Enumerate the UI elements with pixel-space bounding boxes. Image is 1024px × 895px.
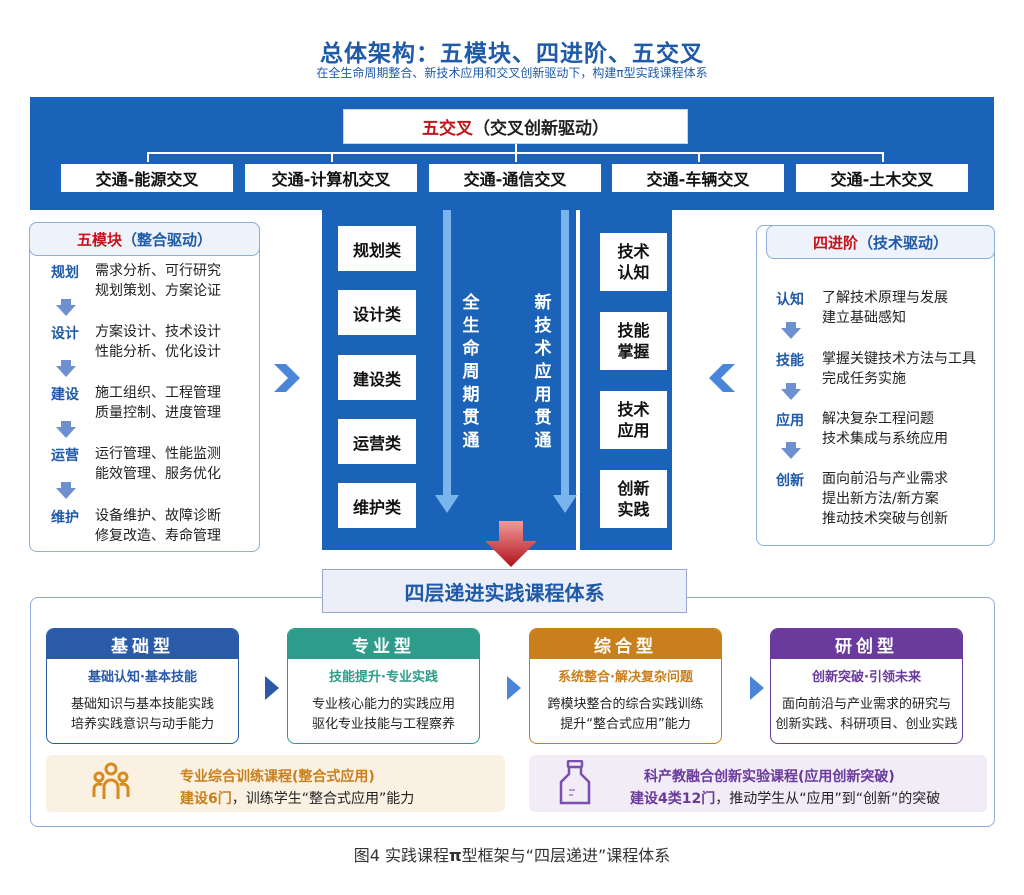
cross-item-civil: 交通-土木交叉 — [796, 164, 968, 192]
card-basic-desc: 基础知识与基本技能实践培养实践意识与动手能力 — [70, 697, 214, 732]
module-desc-maintenance: 设备维护、故障诊断修复改造、寿命管理 — [95, 508, 221, 544]
advance-label-innovation: 创新 — [776, 473, 804, 489]
advance-label-skill: 技能 — [776, 353, 804, 369]
module-label-operation: 运营 — [51, 448, 79, 464]
connector-line — [698, 152, 700, 162]
tech-stage-cognition: 技术认知 — [600, 233, 667, 291]
connector-line — [515, 152, 517, 162]
advance-desc-innovation: 面向前沿与产业需求提出新方法/新方案推动技术突破与创新 — [822, 471, 948, 527]
card-basic-title: 基础型 — [47, 629, 238, 659]
advance-desc-application: 解决复杂工程问题技术集成与系统应用 — [822, 411, 948, 447]
big-down-arrow-icon — [485, 521, 537, 567]
diagram-subtitle: 在全生命周期整合、新技术应用和交叉创新驱动下，构建π型实践课程体系 — [316, 66, 708, 80]
card-professional: 专业型 技能提升·专业实践 专业核心能力的实践应用驱化专业技能与工程察养 — [287, 628, 480, 744]
course-innovation-desc: 建设4类12门，推动学生从“应用”到“创新”的突破 — [630, 791, 941, 807]
modules-header: 五模块（整合驱动） — [29, 222, 260, 256]
tech-stage-innovation: 创新实践 — [600, 470, 667, 528]
diagram-title: 总体架构：五模块、四进阶、五交叉 — [320, 41, 704, 67]
module-label-design: 设计 — [51, 326, 79, 342]
card-research-subtitle: 创新突破·引领未来 — [812, 670, 921, 685]
stage-planning: 规划类 — [338, 226, 416, 271]
figure-caption: 图4 实践课程π型框架与“四层递进”课程体系 — [353, 846, 671, 865]
chevron-right-icon — [274, 364, 300, 392]
course-innovation-box — [529, 755, 987, 812]
course-integrated-title: 专业综合训练课程(整合式应用) — [180, 769, 375, 785]
advance-desc-cognition: 了解技术原理与发展建立基础感知 — [822, 290, 948, 326]
tech-stage-skill: 技能掌握 — [600, 312, 667, 370]
tech-stage-application: 技术应用 — [600, 391, 667, 449]
advance-header: 四进阶（技术驱动） — [766, 225, 995, 259]
new-tech-down-arrow — [553, 210, 577, 513]
module-desc-planning: 需求分析、可行研究规划策划、方案论证 — [95, 263, 221, 299]
people-icon — [92, 762, 130, 799]
arrow-down-icon — [781, 322, 801, 339]
card-basic: 基础型 基础认知·基本技能 基础知识与基本技能实践培养实践意识与动手能力 — [46, 628, 239, 744]
chevron-left-icon — [709, 364, 735, 392]
stage-design: 设计类 — [338, 290, 416, 335]
connector-line — [882, 152, 884, 162]
cross-item-energy: 交通-能源交叉 — [61, 164, 233, 192]
arrow-down-icon — [781, 383, 801, 400]
arrow-right-icon — [507, 676, 521, 700]
arrow-down-icon — [56, 360, 76, 377]
card-research: 研创型 创新突破·引领未来 面向前沿与产业需求的研究与创新实践、科研项目、创业实… — [770, 628, 963, 744]
card-professional-title: 专业型 — [288, 629, 479, 659]
cross-item-vehicle: 交通-车辆交叉 — [612, 164, 784, 192]
course-innovation-title: 科产教融合创新实验课程(应用创新突破) — [644, 769, 895, 785]
advance-label-application: 应用 — [776, 413, 804, 429]
arrow-right-icon — [750, 676, 764, 700]
connector-line — [331, 152, 333, 162]
cross-title-box: 五交叉 （交叉创新驱动） — [343, 109, 688, 144]
flask-icon — [559, 760, 591, 805]
module-desc-design: 方案设计、技术设计性能分析、优化设计 — [95, 324, 221, 360]
practice-title: 四层递进实践课程体系 — [322, 569, 687, 613]
card-research-title: 研创型 — [771, 629, 962, 659]
advance-panel — [756, 225, 995, 546]
card-professional-subtitle: 技能提升·专业实践 — [329, 670, 438, 685]
arrow-down-icon — [56, 421, 76, 438]
lifecycle-down-arrow — [435, 210, 459, 513]
card-comprehensive-subtitle: 系统整合·解决复杂问题 — [558, 670, 693, 685]
module-label-construction: 建设 — [51, 387, 79, 403]
arrow-down-icon — [56, 299, 76, 316]
course-integrated-desc: 建设6门，训练学生“整合式应用”能力 — [180, 791, 415, 807]
lifecycle-vertical-label: 全 生 命 周 期 贯 通 — [462, 293, 480, 451]
card-professional-desc: 专业核心能力的实践应用驱化专业技能与工程察养 — [311, 697, 455, 732]
advance-desc-skill: 掌握关键技术方法与工具完成任务实施 — [822, 351, 976, 387]
card-comprehensive: 综合型 系统整合·解决复杂问题 跨模块整合的综合实践训练提升“整合式应用”能力 — [529, 628, 722, 744]
card-comprehensive-title: 综合型 — [530, 629, 721, 659]
module-label-planning: 规划 — [51, 265, 79, 281]
card-basic-subtitle: 基础认知·基本技能 — [88, 670, 197, 685]
module-label-maintenance: 维护 — [51, 510, 79, 526]
cross-title-highlight: 五交叉 — [422, 119, 473, 139]
stage-construction: 建设类 — [338, 355, 416, 400]
card-research-desc: 面向前沿与产业需求的研究与创新实践、科研项目、创业实践 — [775, 697, 958, 732]
arrow-down-icon — [781, 442, 801, 459]
advance-label-cognition: 认知 — [776, 292, 804, 308]
arrow-down-icon — [56, 482, 76, 499]
arrow-right-icon — [265, 676, 279, 700]
connector-line — [515, 144, 517, 152]
module-desc-operation: 运行管理、性能监测能效管理、服务优化 — [95, 446, 221, 482]
new-tech-vertical-label: 新 技 术 应 用 贯 通 — [534, 293, 552, 451]
cross-item-computer: 交通-计算机交叉 — [245, 164, 417, 192]
stage-operation: 运营类 — [338, 419, 416, 464]
cross-item-communication: 交通-通信交叉 — [429, 164, 601, 192]
connector-line — [147, 152, 149, 162]
cross-title-rest: （交叉创新驱动） — [473, 119, 609, 139]
card-comprehensive-desc: 跨模块整合的综合实践训练提升“整合式应用”能力 — [547, 697, 704, 732]
stage-maintenance: 维护类 — [338, 483, 416, 528]
module-desc-construction: 施工组织、工程管理质量控制、进度管理 — [95, 385, 221, 421]
